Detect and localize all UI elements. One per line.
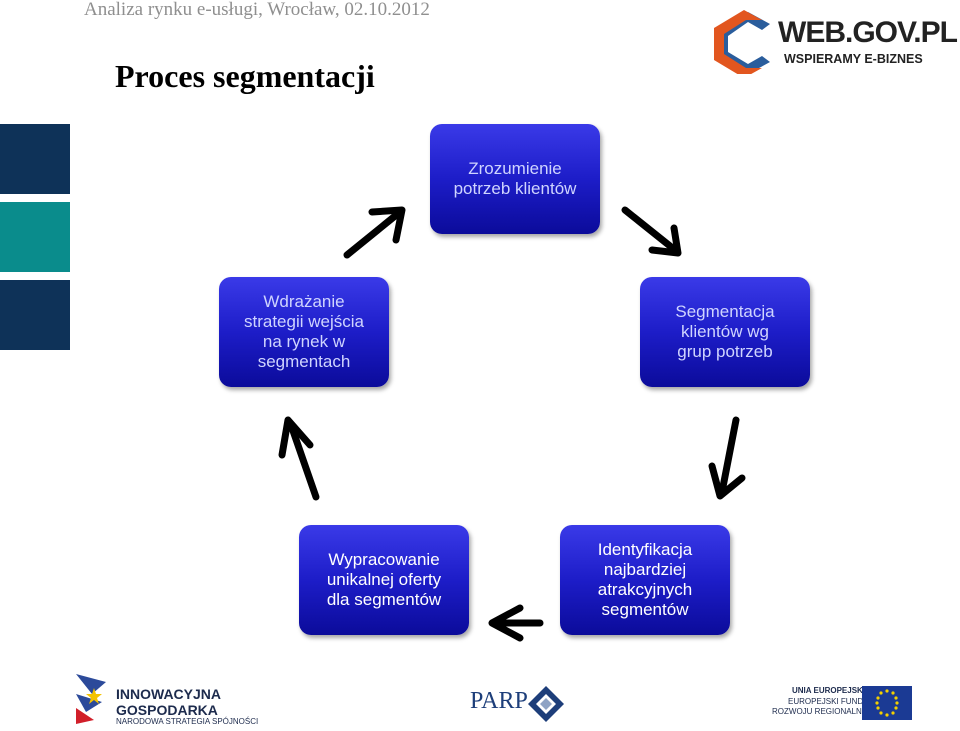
step-identify-segments: Identyfikacja najbardziej atrakcyjnych s…	[560, 525, 730, 635]
arrow-bottom-left-icon	[488, 604, 544, 642]
innowacyjna-gospodarka-logo: INNOWACYJNA GOSPODARKA NARODOWA STRATEGI…	[72, 672, 258, 728]
innowacyjna-line3: NARODOWA STRATEGIA SPÓJNOŚCI	[116, 717, 259, 726]
step-label: Segmentacja klientów wg grup potrzeb	[675, 302, 775, 361]
side-block-2	[0, 202, 70, 272]
page-title: Proces segmentacji	[115, 58, 375, 94]
parp-diamond-icon	[528, 686, 564, 722]
arrow-top-left-icon	[343, 206, 406, 259]
logo-sub-text: WSPIERAMY E-BIZNES	[784, 52, 923, 66]
step-segmentation: Segmentacja klientów wg grup potrzeb	[640, 277, 810, 387]
ue-line1: UNIA EUROPEJSKA	[792, 686, 869, 695]
step-label: Wdrażanie strategii wejścia na rynek w s…	[244, 292, 364, 371]
step-label: Identyfikacja najbardziej atrakcyjnych s…	[597, 540, 693, 619]
eu-flag-icon	[862, 686, 912, 720]
star-flag-icon	[72, 672, 108, 726]
webgov-logo-icon	[714, 10, 770, 78]
step-implement-strategy: Wdrażanie strategii wejścia na rynek w s…	[219, 277, 389, 387]
side-block-3	[0, 280, 70, 350]
innowacyjna-line2: GOSPODARKA	[116, 702, 218, 718]
arrow-right-down-icon	[708, 416, 746, 500]
parp-text: PARP	[470, 688, 528, 714]
header-subtitle: Analiza rynku e-usługi, Wrocław, 02.10.2…	[84, 0, 430, 20]
ue-line2: EUROPEJSKI FUNDUSZ	[788, 697, 880, 706]
eu-logo: UNIA EUROPEJSKA EUROPEJSKI FUNDUSZ ROZWO…	[770, 686, 912, 722]
logo-main-text: WEB.GOV.PL	[778, 16, 958, 49]
ue-line3: ROZWOJU REGIONALNEGO	[772, 707, 880, 716]
side-block-1	[0, 124, 70, 194]
webgov-logo: WEB.GOV.PL WSPIERAMY E-BIZNES	[712, 10, 960, 78]
step-label: Zrozumienie potrzeb klientów	[453, 159, 577, 198]
step-label: Wypracowanie unikalnej oferty dla segmen…	[326, 550, 442, 609]
step-unique-offer: Wypracowanie unikalnej oferty dla segmen…	[299, 525, 469, 635]
parp-logo: PARP	[470, 686, 565, 722]
arrow-top-right-icon	[621, 206, 682, 257]
arrow-left-up-icon	[278, 416, 320, 501]
innowacyjna-line1: INNOWACYJNA	[116, 686, 222, 702]
step-understand-needs: Zrozumienie potrzeb klientów	[430, 124, 600, 234]
